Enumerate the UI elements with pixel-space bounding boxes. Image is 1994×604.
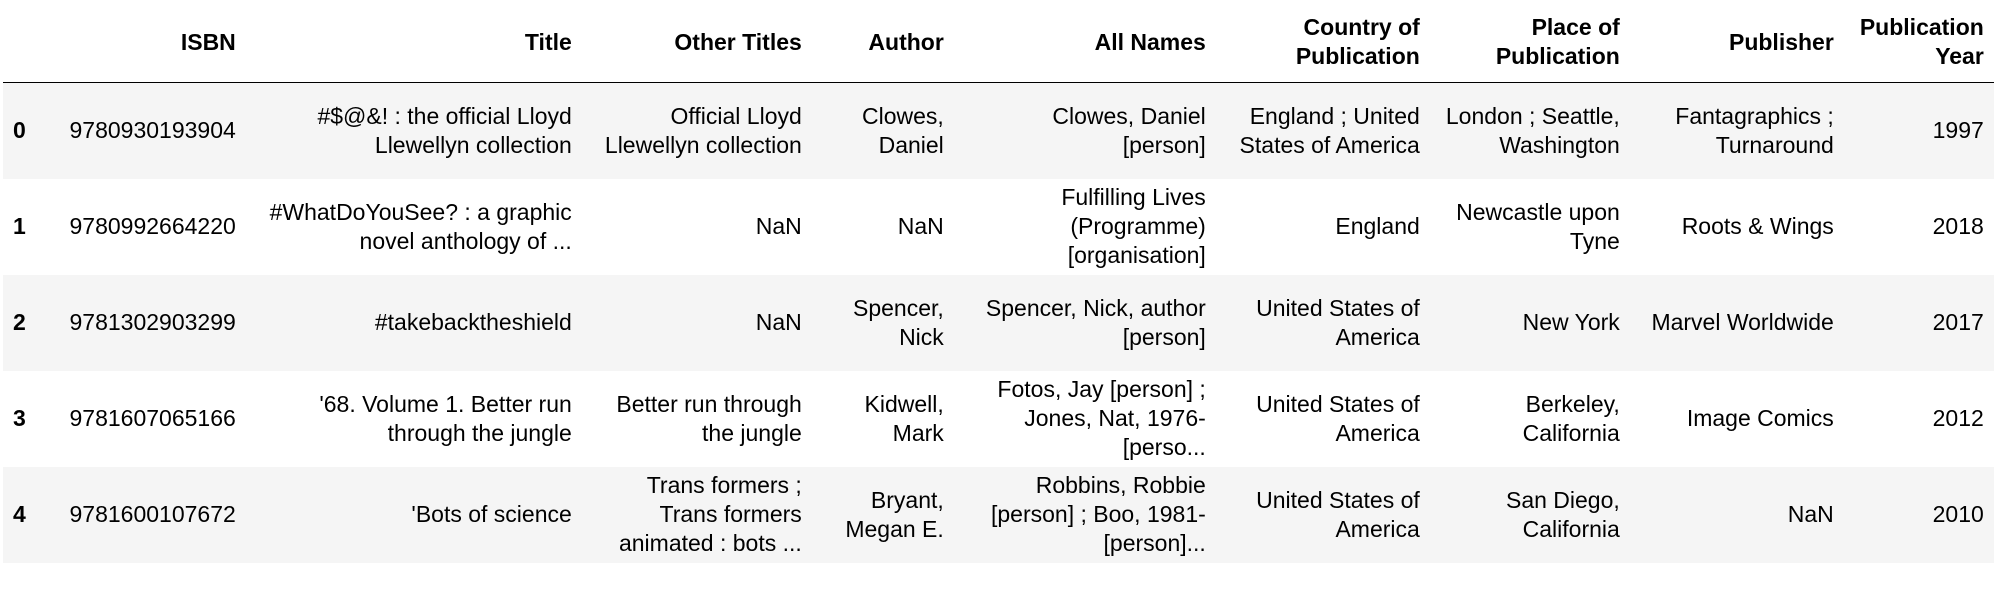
column-header-index — [3, 2, 36, 83]
row-index: 1 — [13, 213, 26, 239]
cell-isbn: 9781607065166 — [69, 405, 236, 431]
column-header-publisher: Publisher — [1629, 2, 1844, 83]
row-index: 2 — [13, 309, 26, 335]
cell-other-titles: NaN — [755, 309, 802, 335]
cell-place: Berkeley, California — [1522, 390, 1620, 446]
cell-isbn: 9781600107672 — [69, 501, 236, 527]
cell-year: 2012 — [1932, 405, 1984, 431]
table-row: 0 9780930193904 #$@&! : the official Llo… — [3, 82, 1994, 179]
cell-country: England — [1335, 213, 1420, 239]
cell-other-titles: Better run through the jungle — [616, 390, 802, 446]
cell-place: San Diego, California — [1505, 486, 1620, 542]
column-header-year: Publication Year — [1843, 2, 1994, 83]
column-header-isbn: ISBN — [35, 2, 246, 83]
cell-place: Newcastle upon Tyne — [1456, 198, 1620, 254]
table-row: 1 9780992664220 #WhatDoYouSee? : a graph… — [3, 178, 1994, 275]
cell-year: 2018 — [1932, 213, 1984, 239]
table-row: 2 9781302903299 #takebacktheshield NaN S… — [3, 274, 1994, 371]
table-body: 0 9780930193904 #$@&! : the official Llo… — [3, 82, 1994, 563]
row-index: 0 — [13, 117, 26, 144]
cell-place: New York — [1522, 309, 1620, 335]
cell-all-names: Clowes, Daniel [person] — [1052, 102, 1206, 158]
cell-title: #takebacktheshield — [374, 309, 572, 335]
cell-other-titles: Trans formers ; Trans formers animated :… — [618, 472, 802, 556]
row-index: 3 — [13, 405, 26, 431]
column-header-place: Place of Publication — [1429, 2, 1630, 83]
data-table: ISBN Title Other Titles Author All Names… — [3, 2, 1994, 563]
cell-author: Clowes, Daniel — [861, 102, 944, 158]
table-header: ISBN Title Other Titles Author All Names… — [3, 2, 1994, 83]
column-header-title: Title — [245, 2, 582, 83]
cell-author: Spencer, Nick — [853, 294, 944, 350]
cell-place: London ; Seattle, Washington — [1445, 102, 1620, 158]
cell-country: United States of America — [1256, 294, 1420, 350]
cell-other-titles: Official Lloyd Llewellyn collection — [604, 102, 802, 158]
cell-isbn: 9781302903299 — [69, 309, 236, 335]
cell-year: 2010 — [1932, 501, 1984, 527]
table-row: 4 9781600107672 'Bots of science Trans f… — [3, 466, 1994, 563]
cell-isbn: 9780992664220 — [69, 213, 236, 239]
cell-publisher: NaN — [1787, 501, 1834, 527]
cell-country: England ; United States of America — [1239, 102, 1420, 158]
cell-title: '68. Volume 1. Better run through the ju… — [319, 390, 572, 446]
cell-year: 2017 — [1932, 309, 1984, 335]
column-header-other-titles: Other Titles — [581, 2, 812, 83]
table-row: 3 9781607065166 '68. Volume 1. Better ru… — [3, 370, 1994, 467]
cell-publisher: Roots & Wings — [1681, 213, 1834, 239]
cell-year: 1997 — [1932, 117, 1984, 144]
cell-isbn: 9780930193904 — [69, 117, 236, 144]
cell-all-names: Fotos, Jay [person] ; Jones, Nat, 1976- … — [997, 376, 1206, 460]
row-index: 4 — [13, 501, 26, 527]
cell-other-titles: NaN — [755, 213, 802, 239]
column-header-author: Author — [811, 2, 954, 83]
cell-title: #WhatDoYouSee? : a graphic novel antholo… — [269, 198, 572, 254]
cell-publisher: Marvel Worldwide — [1651, 309, 1834, 335]
header-row: ISBN Title Other Titles Author All Names… — [3, 2, 1994, 83]
column-header-country: Country of Publication — [1215, 2, 1430, 83]
cell-title: 'Bots of science — [411, 501, 572, 527]
cell-country: United States of America — [1256, 486, 1420, 542]
cell-publisher: Fantagraphics ; Turnaround — [1675, 102, 1834, 158]
cell-all-names: Robbins, Robbie [person] ; Boo, 1981- [p… — [990, 472, 1206, 556]
cell-country: United States of America — [1256, 390, 1420, 446]
cell-title: #$@&! : the official Lloyd Llewellyn col… — [317, 102, 572, 158]
cell-author: Kidwell, Mark — [864, 390, 944, 446]
cell-publisher: Image Comics — [1686, 405, 1834, 431]
cell-author: Bryant, Megan E. — [845, 486, 944, 542]
column-header-all-names: All Names — [953, 2, 1216, 83]
cell-author: NaN — [897, 213, 944, 239]
cell-all-names: Spencer, Nick, author [person] — [985, 294, 1206, 350]
cell-all-names: Fulfilling Lives (Programme) [organisati… — [1061, 184, 1206, 268]
